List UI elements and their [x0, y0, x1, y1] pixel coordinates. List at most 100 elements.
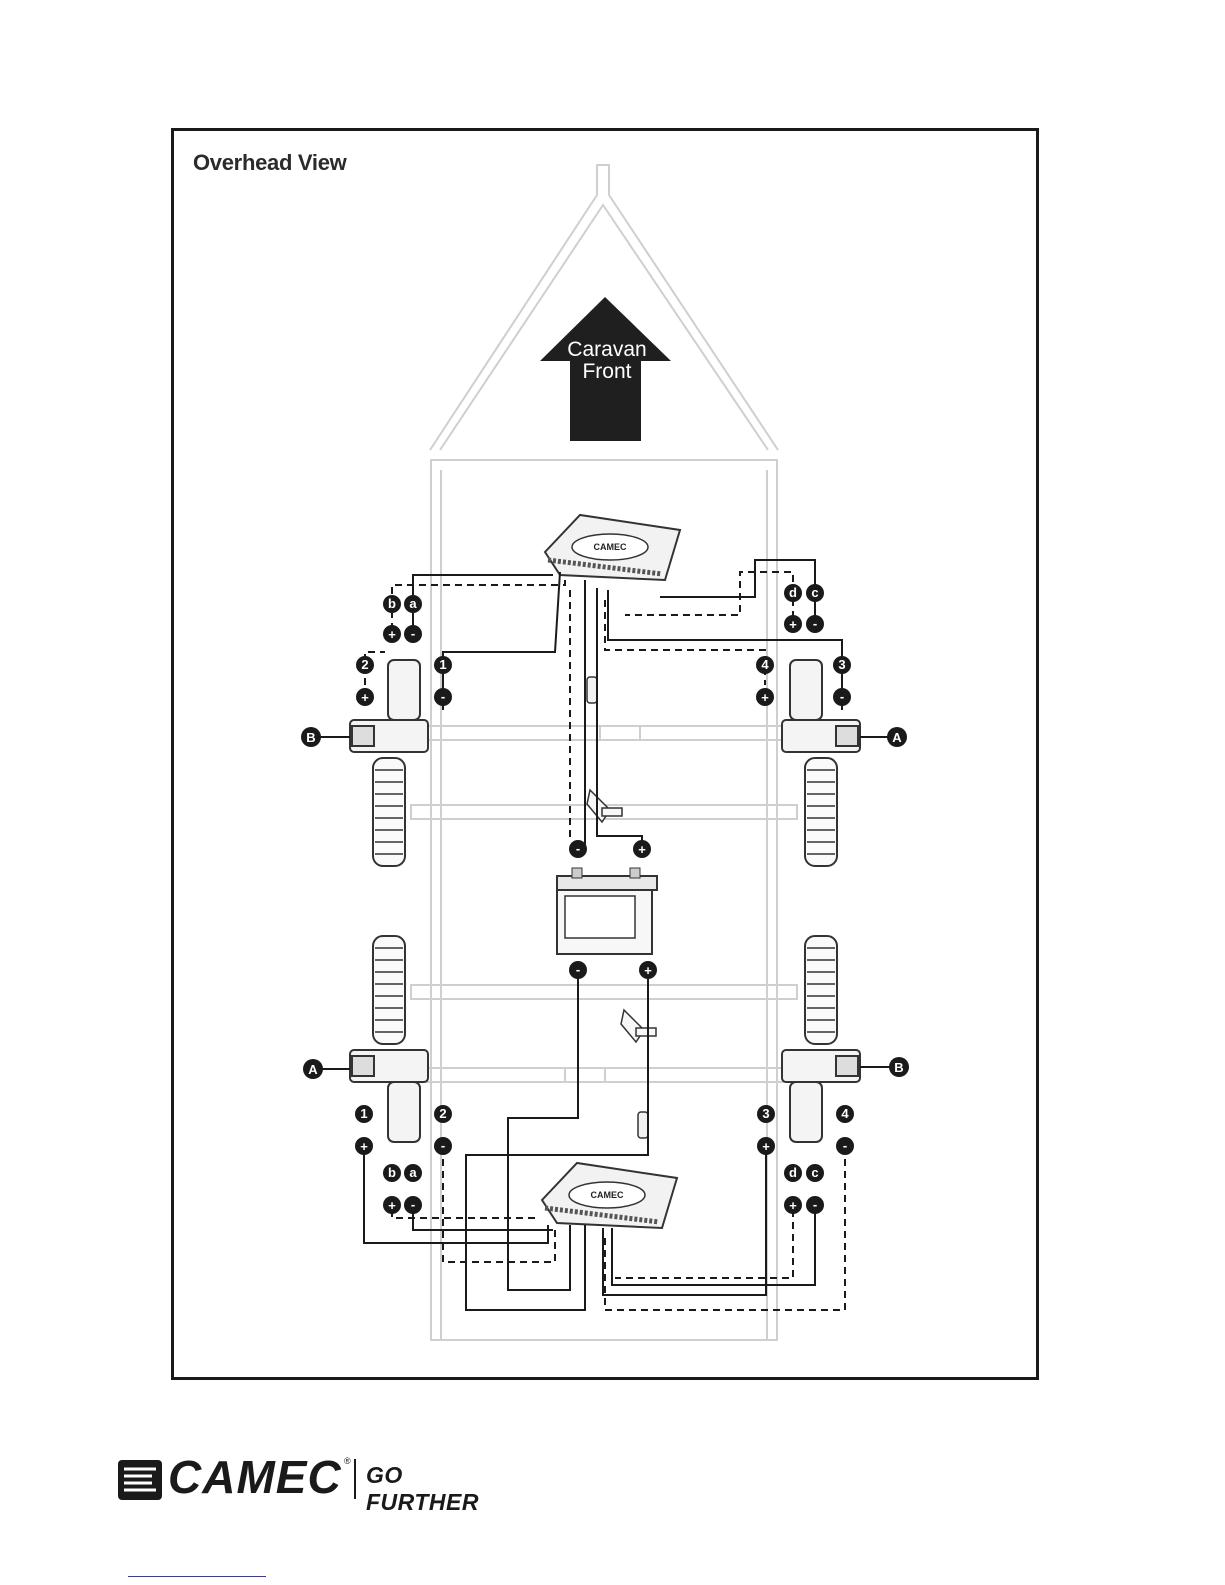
jack-rear-left [350, 1050, 428, 1142]
label-rear-4: 4 [836, 1105, 854, 1123]
svg-text:2: 2 [439, 1106, 446, 1121]
battery-icon [557, 868, 657, 954]
svg-text:c: c [811, 1165, 818, 1180]
svg-text:+: + [360, 1139, 368, 1154]
svg-text:-: - [441, 1138, 445, 1153]
svg-text:+: + [388, 1198, 396, 1213]
label-front-d: d [784, 584, 802, 602]
label-rear-b: b [383, 1164, 401, 1182]
label-front-d-plus: + [784, 615, 802, 633]
controller-rear-brand: CAMEC [591, 1190, 624, 1200]
label-front-4-plus: + [756, 688, 774, 706]
label-rear-1: 1 [355, 1105, 373, 1123]
svg-text:-: - [813, 1197, 817, 1212]
label-rear-2: 2 [434, 1105, 452, 1123]
svg-text:-: - [576, 962, 580, 977]
svg-text:c: c [811, 585, 818, 600]
svg-text:+: + [761, 690, 769, 705]
label-front-4: 4 [756, 656, 774, 674]
jack-rear-right [782, 1050, 860, 1142]
footer-brand-registered: ® [344, 1456, 351, 1466]
label-front-b: b [383, 595, 401, 613]
svg-text:-: - [843, 1138, 847, 1153]
label-rear-c: c [806, 1164, 824, 1182]
controller-front-brand: CAMEC [594, 542, 627, 552]
label-front-1: 1 [434, 656, 452, 674]
jack-front-left [350, 660, 428, 752]
label-front-2: 2 [356, 656, 374, 674]
label-rear-4-minus: - [836, 1137, 854, 1155]
svg-text:+: + [789, 617, 797, 632]
label-rear-a: a [404, 1164, 422, 1182]
arrow-label-line1: Caravan [567, 338, 646, 361]
svg-text:A: A [308, 1062, 318, 1077]
jack-front-right [782, 660, 860, 752]
footer-tagline: GO FURTHER [366, 1462, 518, 1516]
label-front-a: a [404, 595, 422, 613]
label-rear-B: B [860, 1057, 909, 1077]
svg-text:3: 3 [762, 1106, 769, 1121]
label-front-A: A [860, 727, 907, 747]
wheel-front-right [805, 758, 837, 866]
label-rear-2-minus: - [434, 1137, 452, 1155]
label-rear-1-plus: + [355, 1137, 373, 1155]
label-rear-d: d [784, 1164, 802, 1182]
svg-text:b: b [388, 596, 396, 611]
label-rear-b-plus: + [383, 1196, 401, 1214]
controller-front: CAMEC [545, 515, 680, 580]
label-front-3: 3 [833, 656, 851, 674]
svg-text:d: d [789, 1165, 797, 1180]
label-front-3-minus: - [833, 688, 851, 706]
svg-text:2: 2 [361, 657, 368, 672]
label-rear-A: A [303, 1059, 350, 1079]
label-front-2-plus: + [356, 688, 374, 706]
wheel-rear-left [373, 936, 405, 1044]
label-battery-bottom-minus: - [569, 961, 587, 979]
footer-divider [354, 1459, 356, 1499]
label-rear-3-plus: + [757, 1137, 775, 1155]
svg-text:-: - [840, 689, 844, 704]
wheel-rear-right [805, 936, 837, 1044]
svg-text:-: - [411, 1197, 415, 1212]
label-rear-c-minus: - [806, 1196, 824, 1214]
svg-text:d: d [789, 585, 797, 600]
svg-text:-: - [813, 616, 817, 631]
svg-text:a: a [409, 596, 417, 611]
svg-text:+: + [762, 1139, 770, 1154]
label-battery-top-minus: - [569, 840, 587, 858]
svg-text:4: 4 [761, 657, 769, 672]
label-rear-d-plus: + [784, 1196, 802, 1214]
footer-brand-name: CAMEC [168, 1450, 342, 1504]
svg-text:4: 4 [841, 1106, 849, 1121]
svg-text:-: - [576, 841, 580, 856]
svg-text:-: - [441, 689, 445, 704]
footer-brand: CAMEC ® GO FURTHER [118, 1456, 518, 1504]
label-front-B: B [301, 727, 350, 747]
svg-text:1: 1 [360, 1106, 367, 1121]
label-battery-top-plus: + [633, 840, 651, 858]
svg-text:1: 1 [439, 657, 446, 672]
svg-text:+: + [638, 842, 646, 857]
svg-text:3: 3 [838, 657, 845, 672]
label-front-c-minus: - [806, 615, 824, 633]
bottom-link-underline [128, 1576, 266, 1577]
label-front-b-plus: + [383, 625, 401, 643]
svg-text:+: + [361, 690, 369, 705]
caravan-front-arrow: Caravan Front [540, 297, 671, 441]
svg-text:-: - [411, 626, 415, 641]
wheel-front-left [373, 758, 405, 866]
label-rear-a-minus: - [404, 1196, 422, 1214]
camec-swoosh-logo-icon [118, 1460, 162, 1500]
controller-rear: CAMEC [542, 1163, 677, 1228]
label-rear-3: 3 [757, 1105, 775, 1123]
svg-text:B: B [894, 1060, 903, 1075]
svg-text:b: b [388, 1165, 396, 1180]
svg-text:+: + [644, 963, 652, 978]
label-battery-bottom-plus: + [639, 961, 657, 979]
svg-text:+: + [789, 1198, 797, 1213]
arrow-label-line2: Front [582, 360, 631, 383]
label-front-1-minus: - [434, 688, 452, 706]
svg-text:B: B [306, 730, 315, 745]
svg-text:A: A [892, 730, 902, 745]
